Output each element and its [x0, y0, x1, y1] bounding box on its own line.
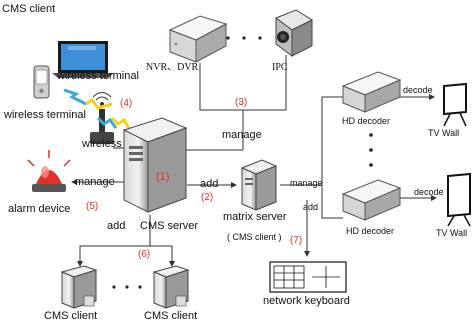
ellipsis-dots — [112, 36, 373, 289]
step-number-7: (7) — [290, 235, 303, 246]
manage-label-top: manage — [222, 129, 262, 141]
tv-wall-icon-2 — [447, 172, 471, 227]
add-label-2: add — [107, 220, 126, 232]
ipc-camera-icon — [274, 9, 314, 57]
manage-label-right: manage — [290, 178, 323, 188]
wireless-label: wireless — [82, 138, 122, 150]
nvr-dvr-label: NVR、DVR — [146, 62, 199, 73]
step-number-3: (3) — [235, 97, 248, 108]
wireless-terminal-label-1: wireless terminal — [57, 70, 139, 82]
line-decoder-bracket — [321, 96, 343, 219]
alarm-device-label: alarm device — [8, 203, 71, 215]
step-number-1: (1) — [156, 171, 170, 183]
cms-client-pc-icon-2 — [152, 265, 190, 309]
nvr-dvr-icon — [168, 15, 228, 63]
network-keyboard-icon — [269, 261, 347, 293]
cms-client-bottom-label-1: CMS client — [44, 310, 98, 322]
matrix-server-label: matrix server — [223, 211, 287, 223]
cms-client-top-label: CMS client — [2, 3, 56, 15]
decode-label-2: decode — [414, 187, 444, 197]
add-label-3: add — [303, 202, 319, 212]
wireless-signal-icon — [63, 88, 132, 131]
cms-server-label: CMS server — [140, 220, 199, 232]
manage-label-left: manage — [75, 176, 115, 188]
alarm-light-icon — [27, 150, 71, 192]
step-number-4: (4) — [120, 98, 133, 109]
network-keyboard-label: network keyboard — [263, 295, 350, 307]
tv-wall-label-1: TV Wall — [428, 128, 460, 138]
cms-client-pc-icon-1 — [60, 265, 98, 309]
decode-label-1: decode — [403, 85, 433, 95]
tv-wall-label-2: TV Wall — [436, 228, 468, 238]
cms-server-icon — [122, 117, 188, 213]
step-number-6: (6) — [138, 249, 151, 260]
hd-decoder-label-1: HD decoder — [342, 116, 391, 126]
hd-decoder-icon-2 — [341, 179, 402, 221]
laptop-icon — [52, 41, 114, 78]
matrix-server-icon — [240, 159, 278, 211]
line-clients-bracket — [79, 245, 173, 262]
step-number-5: (5) — [86, 201, 99, 212]
mobile-terminal-icon — [33, 65, 50, 99]
step-number-2: (2) — [201, 192, 214, 203]
ipc-label: IPC — [272, 62, 288, 73]
add-label-1: add — [200, 178, 219, 190]
hd-decoder-icon-1 — [341, 71, 402, 113]
hd-decoder-label-2: HD decoder — [346, 226, 395, 236]
matrix-cms-client-label: ( CMS client ) — [227, 232, 282, 242]
tv-wall-icon-1 — [443, 82, 467, 127]
wireless-terminal-label-2: wireless terminal — [4, 109, 86, 121]
cms-client-bottom-label-2: CMS client — [144, 310, 198, 322]
wireless-ap-icon — [90, 92, 114, 144]
connection-lines — [71, 55, 437, 267]
